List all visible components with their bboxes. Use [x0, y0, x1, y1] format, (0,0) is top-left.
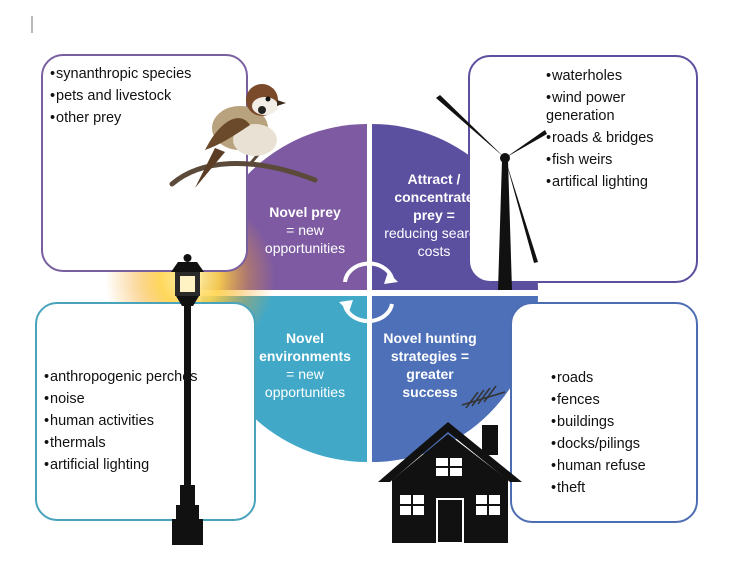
quadrant-subtitle: = new opportunities: [264, 222, 346, 256]
quadrant-title: Novel hunting strategies = greater: [383, 330, 477, 382]
list-item: •human activities: [44, 413, 154, 429]
box-novel-environments-examples: •anthropogenic perches •noise •human act…: [35, 302, 256, 521]
list-item: •waterholes: [546, 68, 623, 84]
quadrant-bottom-right: [372, 296, 538, 462]
list-item: •roads: [551, 370, 594, 386]
box-novel-prey-examples: •synanthropic species •pets and livestoc…: [41, 54, 248, 272]
quadrant-label-hunting-strategies: Novel hunting strategies = greater succe…: [376, 329, 484, 401]
list-item: •noise: [44, 391, 85, 407]
list-item: •wind power generation: [546, 90, 626, 124]
list-item: •pets and livestock: [50, 88, 172, 104]
list-item: •artifical lighting: [546, 174, 648, 190]
cycle-arrows-icon: [339, 261, 398, 324]
quadrant-title: Attract / concentrate prey =: [394, 171, 474, 223]
quadrant-title: Novel environments: [259, 330, 351, 364]
list-item: •artificial lighting: [44, 457, 150, 473]
quadrant-subtitle: = new opportunities: [264, 366, 346, 400]
list-item: •human refuse: [551, 458, 646, 474]
quadrant-subtitle: reducing search costs: [384, 225, 484, 259]
box-attract-prey-examples: •waterholes •wind power generation •road…: [468, 55, 698, 283]
quadrant-label-attract-prey: Attract / concentrate prey = reducing se…: [382, 170, 486, 260]
quadrant-label-novel-prey: Novel prey = new opportunities: [250, 203, 360, 257]
quadrant-title: Novel prey: [269, 204, 341, 220]
list-item: •roads & bridges: [546, 130, 654, 146]
list-item: •synanthropic species: [50, 66, 192, 82]
quadrant-subtitle: success: [402, 384, 458, 400]
list-item: •fences: [551, 392, 600, 408]
box-hunting-strategies-examples: •roads •fences •buildings •docks/pilings…: [510, 302, 698, 523]
list-item: •docks/pilings: [551, 436, 641, 452]
list-item: •other prey: [50, 110, 122, 126]
list-item: •theft: [551, 480, 586, 496]
list-item: •anthropogenic perches: [44, 369, 198, 385]
list-item: •fish weirs: [546, 152, 613, 168]
list-item: •buildings: [551, 414, 615, 430]
list-item: •thermals: [44, 435, 106, 451]
quadrant-label-novel-environments: Novel environments = new opportunities: [250, 329, 360, 401]
